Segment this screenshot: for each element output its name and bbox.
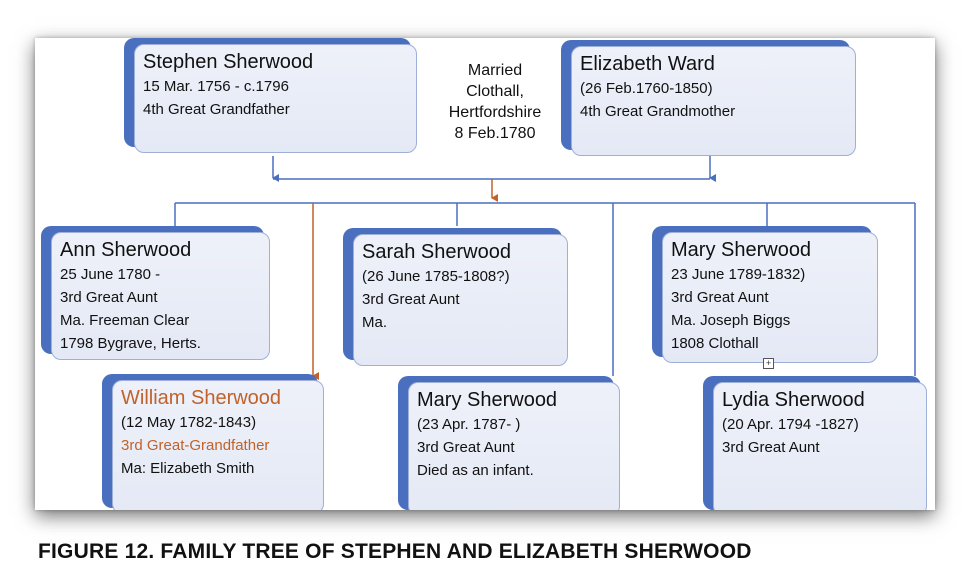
person-dates: 15 Mar. 1756 - c.1796 xyxy=(143,78,289,95)
card-elizabeth-ward[interactable]: Elizabeth Ward (26 Feb.1760-1850) 4th Gr… xyxy=(561,40,856,156)
person-name: Ann Sherwood xyxy=(60,239,192,261)
family-tree-canvas: Stephen Sherwood 15 Mar. 1756 - c.1796 4… xyxy=(35,38,935,510)
person-name: Mary Sherwood xyxy=(671,239,812,261)
person-relation: 4th Great Grandfather xyxy=(143,101,290,118)
card-mary-sherwood-1789[interactable]: Mary Sherwood 23 June 1789-1832) 3rd Gre… xyxy=(652,226,878,363)
figure-caption: FIGURE 12. FAMILY TREE OF STEPHEN AND EL… xyxy=(38,540,752,563)
person-name: Sarah Sherwood xyxy=(362,241,511,263)
connector-lines xyxy=(174,156,916,380)
card-mary-sherwood-1787[interactable]: Mary Sherwood (23 Apr. 1787- ) 3rd Great… xyxy=(398,376,620,510)
person-name: Mary Sherwood xyxy=(417,389,558,411)
card-sarah-sherwood[interactable]: Sarah Sherwood (26 June 1785-1808?) 3rd … xyxy=(343,228,568,366)
expand-icon[interactable]: + xyxy=(763,358,774,369)
person-relation: 4th Great Grandmother xyxy=(580,103,736,120)
person-name: Stephen Sherwood xyxy=(143,51,314,73)
card-lydia-sherwood[interactable]: Lydia Sherwood (20 Apr. 1794 -1827) 3rd … xyxy=(703,376,927,510)
person-name: William Sherwood xyxy=(121,387,282,409)
card-ann-sherwood[interactable]: Ann Sherwood 25 June 1780 - 3rd Great Au… xyxy=(41,226,270,360)
card-william-sherwood[interactable]: William Sherwood (12 May 1782-1843) 3rd … xyxy=(102,374,324,510)
card-stephen-sherwood[interactable]: Stephen Sherwood 15 Mar. 1756 - c.1796 4… xyxy=(124,38,417,153)
person-name: Lydia Sherwood xyxy=(722,389,865,411)
marriage-note: Married Clothall, Hertfordshire 8 Feb.17… xyxy=(448,62,542,142)
person-dates: (26 Feb.1760-1850) xyxy=(580,80,713,97)
person-name: Elizabeth Ward xyxy=(580,53,715,75)
